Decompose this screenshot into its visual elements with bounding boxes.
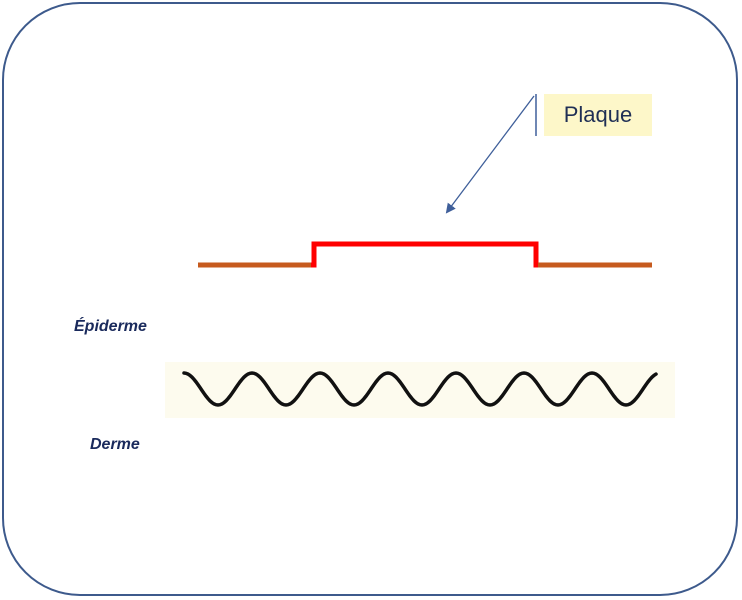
- plaque-outline: [311, 241, 540, 268]
- epidermis-label: Épiderme: [74, 318, 147, 335]
- dermis-label: Derme: [90, 436, 140, 453]
- plaque-label-text: Plaque: [563, 102, 633, 127]
- plaque-label: Plaque: [544, 94, 652, 136]
- dermis-wave-background: [165, 362, 675, 418]
- callout-arrow: [445, 95, 535, 214]
- dermis-wave: [182, 371, 658, 407]
